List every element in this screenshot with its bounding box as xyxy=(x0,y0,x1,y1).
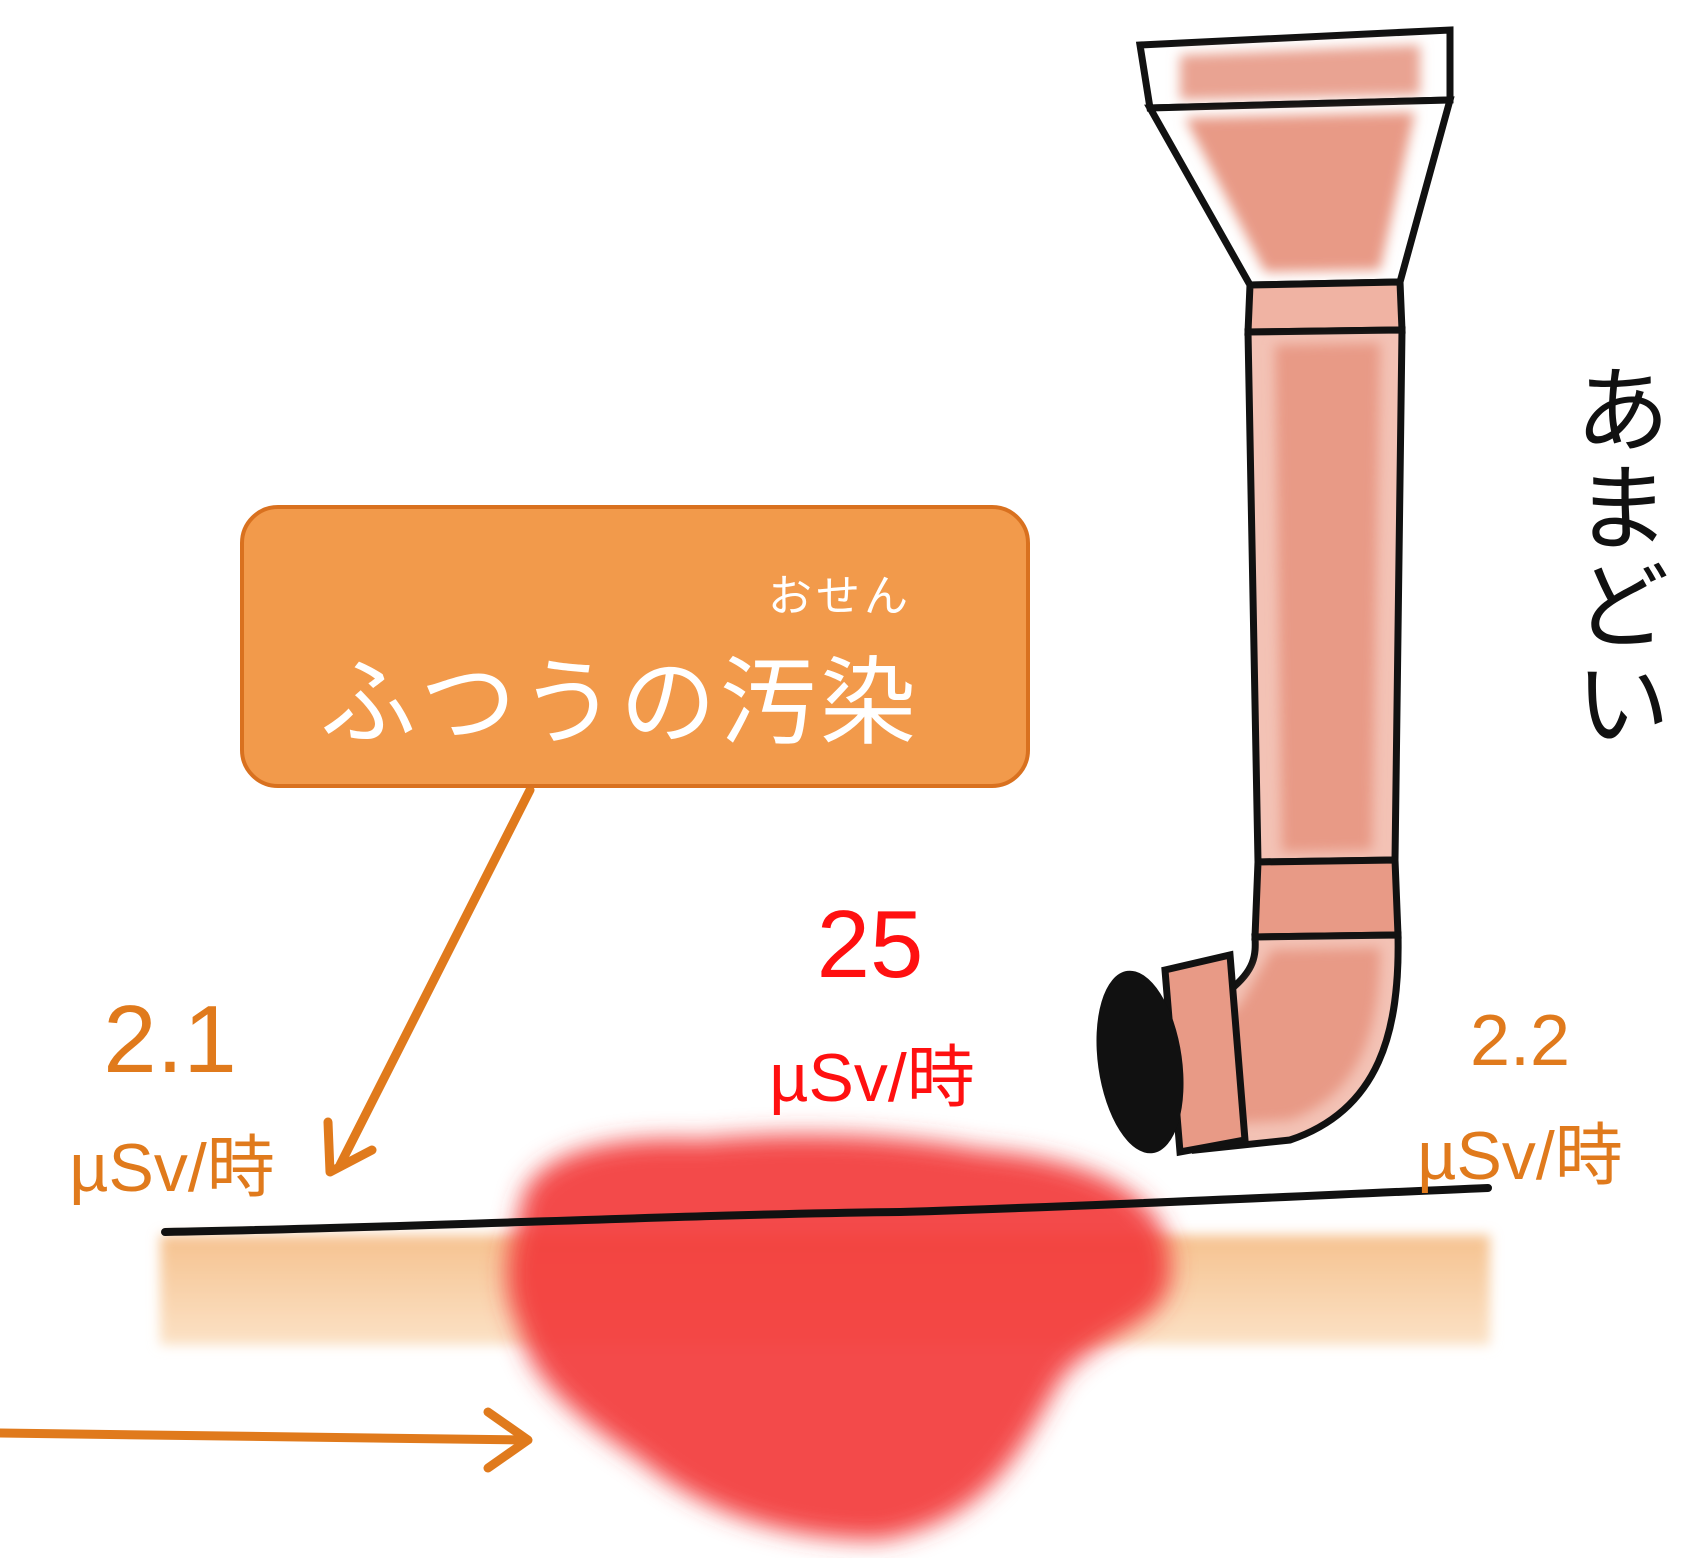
reading-mid-value: 25 xyxy=(816,891,924,998)
callout-box xyxy=(240,505,1030,788)
reading-left-value: 2.1 xyxy=(103,986,237,1093)
reading-left-unit: µSv/時 xyxy=(69,1130,275,1206)
hotspot-contamination-icon xyxy=(506,1134,1171,1540)
reading-mid-unit: µSv/時 xyxy=(769,1040,975,1116)
ground-line xyxy=(161,1184,1492,1236)
gutter-label: あまどい xyxy=(1558,360,1670,752)
callout-label: ふつうの汚染 xyxy=(320,647,920,759)
reading-right-unit: µSv/時 xyxy=(1417,1118,1623,1194)
callout-arrow xyxy=(323,785,535,1177)
rain-gutter-downspout-icon xyxy=(1096,26,1455,1157)
pointer-arrow xyxy=(0,1407,533,1473)
reading-right-value: 2.2 xyxy=(1469,1001,1571,1081)
callout-ruby: おせん xyxy=(768,571,912,622)
